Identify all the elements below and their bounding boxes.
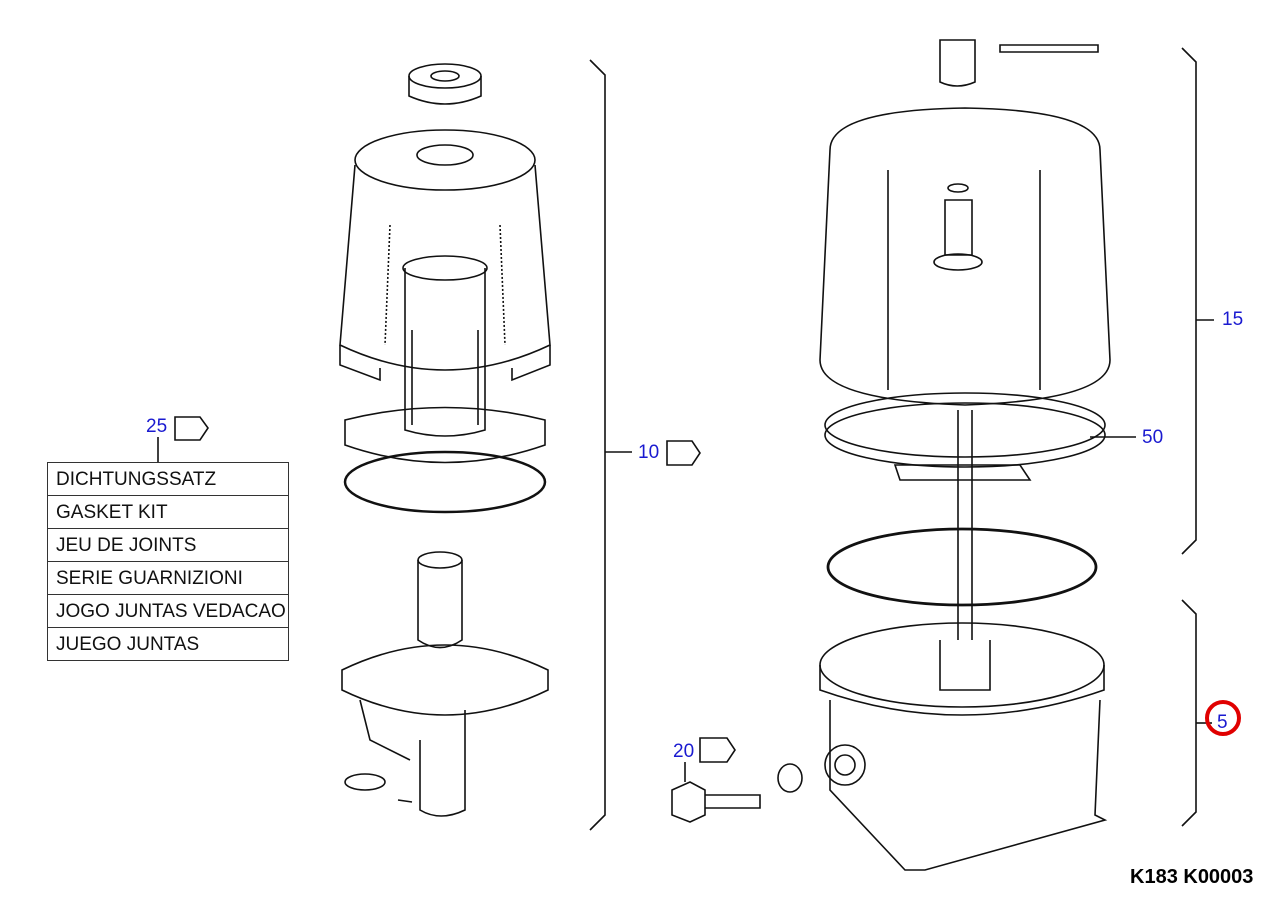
- filter-cover-part: [339, 129, 551, 514]
- arrow-10-icon: [666, 440, 701, 466]
- highlight-circle: [1205, 700, 1241, 736]
- callout-5[interactable]: 5: [1217, 712, 1228, 733]
- nut-part: [408, 63, 482, 105]
- valve-body-part: [341, 551, 549, 817]
- bracket-5: [1181, 599, 1197, 827]
- gasket-kit-row: DICHTUNGSSATZ: [48, 463, 288, 496]
- callout-20[interactable]: 20: [673, 741, 695, 762]
- callout-25[interactable]: 25: [146, 416, 168, 437]
- o-ring-part: [826, 527, 1098, 607]
- bowl-part: [819, 39, 1111, 406]
- gasket-kit-row: JOGO JUNTAS VEDACAO: [48, 595, 288, 628]
- callout-15[interactable]: 15: [1222, 309, 1244, 330]
- gasket-kit-row: JUEGO JUNTAS: [48, 628, 288, 661]
- callout-50[interactable]: 50: [1142, 427, 1164, 448]
- gasket-kit-row: GASKET KIT: [48, 496, 288, 529]
- diagram-reference: K183 K00003: [1130, 866, 1254, 888]
- bracket-10: [589, 59, 606, 831]
- bracket-15: [1181, 47, 1197, 555]
- arrow-20-icon: [699, 737, 736, 763]
- clamp-ring-part: [824, 392, 1106, 640]
- arrow-25-icon: [174, 416, 209, 441]
- gasket-kit-table: DICHTUNGSSATZ GASKET KIT JEU DE JOINTS S…: [47, 462, 289, 661]
- gasket-kit-row: JEU DE JOINTS: [48, 529, 288, 562]
- gasket-kit-row: SERIE GUARNIZIONI: [48, 562, 288, 595]
- drain-plug-part: [671, 763, 803, 823]
- base-housing-part: [819, 622, 1108, 871]
- callout-10[interactable]: 10: [638, 442, 660, 463]
